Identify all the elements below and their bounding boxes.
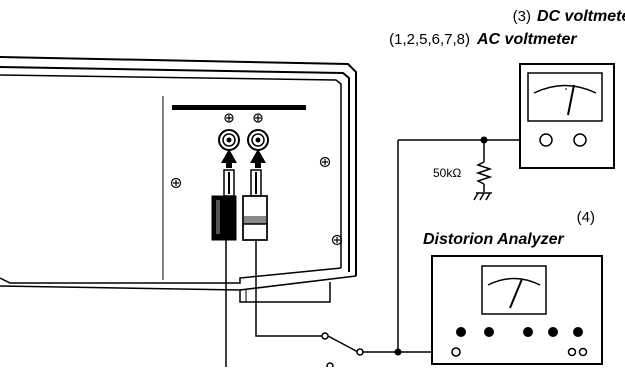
switch-contact-a [321, 332, 329, 340]
plus-screw-icon [331, 234, 343, 246]
resistor-label: 50kΩ [433, 166, 461, 180]
arrow-up-icon [250, 149, 266, 168]
switch-contact-b [356, 348, 364, 356]
plus-screw-icon [170, 177, 182, 189]
junction-dot [394, 348, 402, 356]
rca-plug-right [242, 169, 268, 241]
analyzer-output-terminal [567, 347, 577, 357]
rca-jack-left [218, 129, 240, 151]
switch-contact-c [326, 362, 334, 370]
distortion-analyzer [431, 255, 603, 365]
rca-plug-left [211, 169, 237, 367]
arrow-up-icon [221, 149, 237, 168]
ground-icon [473, 192, 492, 201]
analyzer-knob [523, 327, 533, 337]
analyzer-input-terminal [451, 347, 461, 357]
meter-terminal-left [539, 133, 553, 147]
rca-jack-right [247, 129, 269, 151]
analyzer-title: Distorion Analyzer [423, 231, 565, 248]
ac-voltmeter-title: AC voltmeter [476, 31, 577, 48]
plus-screw-icon [319, 156, 331, 168]
ac-dc-voltmeter [519, 63, 615, 169]
analyzer-output-terminal [578, 347, 588, 357]
junction-dot-top [480, 136, 488, 144]
plus-screw-icon [253, 113, 263, 123]
plus-screw-icon [224, 113, 234, 123]
analyzer-knob [484, 327, 494, 337]
device-chassis [0, 56, 357, 303]
needle-icon [509, 278, 523, 309]
analyzer-knob [573, 327, 583, 337]
analyzer-knob [456, 327, 466, 337]
ac-voltmeter-number: (1,2,5,6,7,8) [389, 31, 470, 48]
analyzer-knob [548, 327, 558, 337]
resistor-50k [475, 161, 493, 185]
meter-terminal-right [573, 133, 587, 147]
dc-voltmeter-title: DC voltmeter [537, 8, 625, 25]
needle-icon [567, 84, 575, 116]
dc-voltmeter-number: (3) [513, 8, 531, 25]
panel-bar [172, 105, 306, 110]
analyzer-number: (4) [577, 209, 595, 226]
